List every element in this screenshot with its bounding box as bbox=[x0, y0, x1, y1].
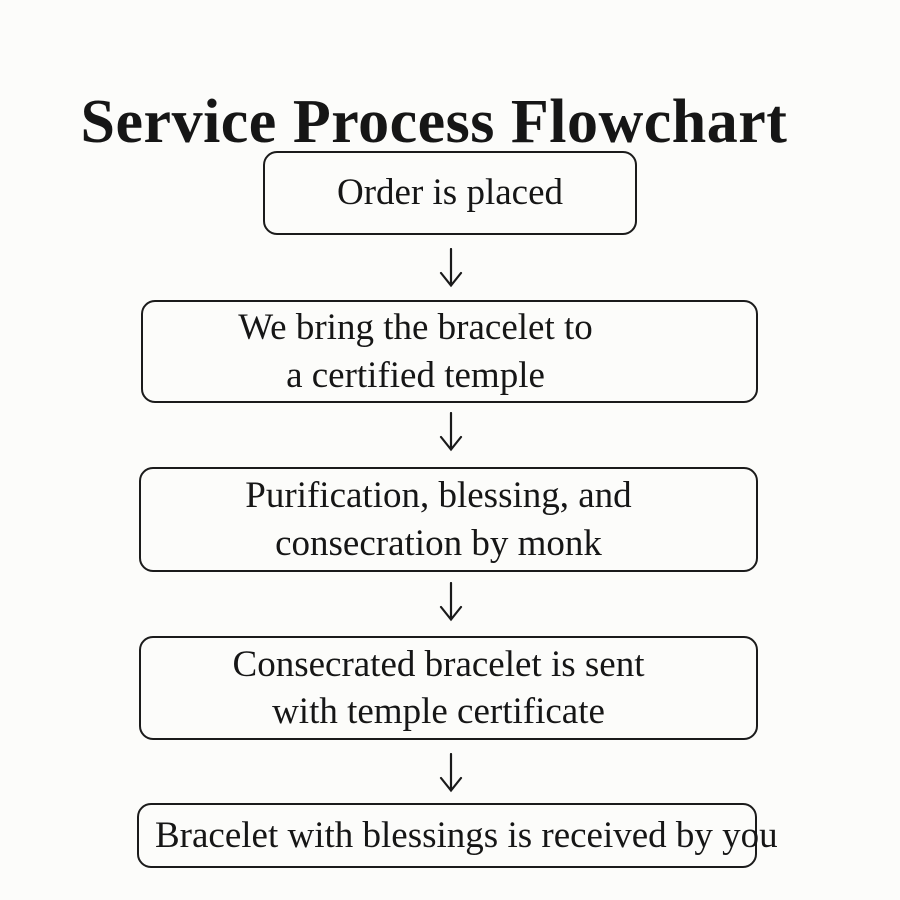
step-line: consecration by monk bbox=[275, 522, 602, 564]
page-title: Service Process Flowchart bbox=[80, 87, 788, 156]
flow-step-bring-to-temple: We bring the bracelet to a certified tem… bbox=[141, 300, 758, 403]
flow-step-purification-blessing: Purification, blessing, and consecration… bbox=[139, 467, 758, 572]
flow-step-label: Bracelet with blessings is received by y… bbox=[139, 812, 778, 859]
flow-step-label: We bring the bracelet to a certified tem… bbox=[238, 304, 593, 399]
step-line: We bring the bracelet to bbox=[238, 307, 593, 349]
down-arrow-icon bbox=[438, 753, 464, 793]
flow-step-order-placed: Order is placed bbox=[263, 151, 637, 235]
flow-step-received-by-you: Bracelet with blessings is received by y… bbox=[137, 803, 778, 868]
step-line: Purification, blessing, and bbox=[245, 475, 632, 517]
step-line: Bracelet with blessings is received by y… bbox=[155, 814, 778, 856]
step-line: Consecrated bracelet is sent bbox=[232, 643, 645, 685]
down-arrow-icon bbox=[438, 582, 464, 622]
flow-step-label: Consecrated bracelet is sent with temple… bbox=[233, 641, 645, 736]
step-line: a certified temple bbox=[286, 354, 545, 396]
flow-step-label: Order is placed bbox=[337, 169, 563, 216]
flow-step-sent-with-certificate: Consecrated bracelet is sent with temple… bbox=[139, 636, 758, 740]
flow-step-label: Purification, blessing, and consecration… bbox=[245, 472, 631, 567]
step-line: with temple certificate bbox=[272, 691, 605, 732]
down-arrow-icon bbox=[438, 412, 464, 452]
down-arrow-icon bbox=[438, 248, 464, 288]
step-line: Order is placed bbox=[336, 172, 563, 214]
